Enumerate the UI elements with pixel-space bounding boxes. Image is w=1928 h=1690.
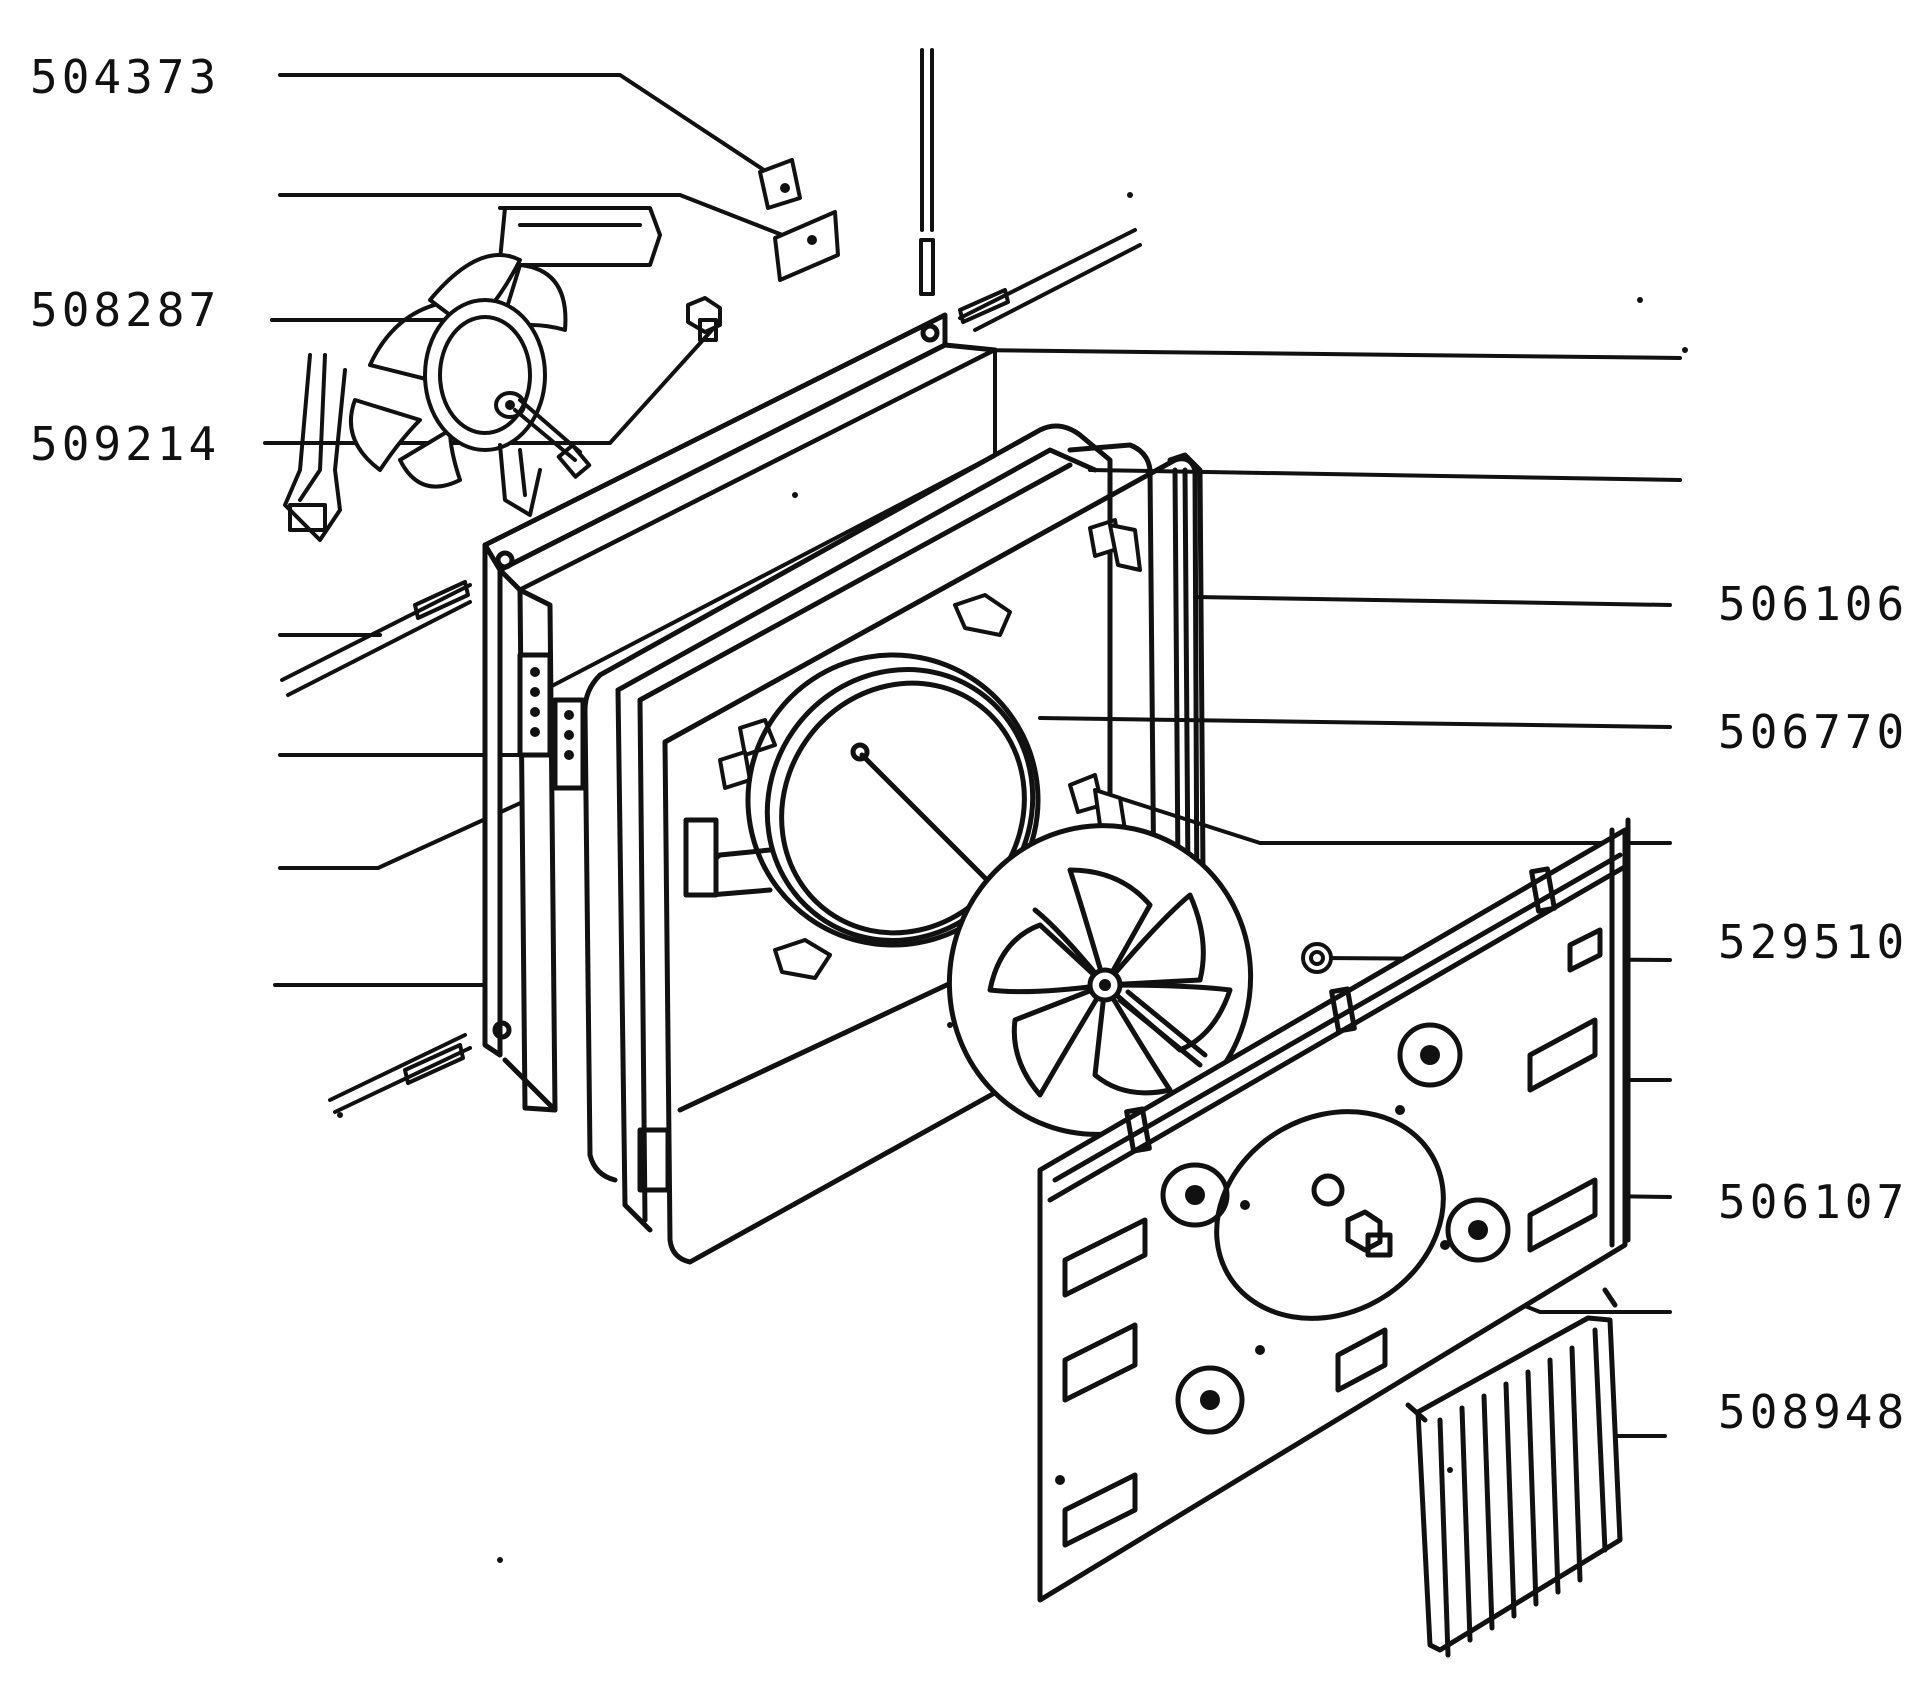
stray-dots [337,192,1688,1563]
part-label-508948: 508948 [1718,1385,1908,1439]
part-label-509214: 509214 [30,417,220,471]
part-label-529510: 529510 [1718,915,1908,969]
part-label-504373: 504373 [30,50,220,104]
leader-left-terminal-2 [278,783,562,870]
nut-509214 [686,296,722,342]
clip-504373 [758,158,840,282]
part-label-506770: 506770 [1718,705,1908,759]
leader-unlabeled-bracket [278,193,792,240]
mounting-rails [280,48,1142,1114]
outer-insulation-frame [482,312,998,1113]
fan-motor-assembly [283,206,662,542]
leader-506770 [1038,716,1672,729]
nut-529510 [1301,942,1333,974]
leader-504373 [278,73,784,184]
leader-right-clip [1108,793,1672,845]
part-label-506106: 506106 [1718,577,1908,631]
part-label-506107: 506107 [1718,1175,1908,1229]
part-label-508287: 508287 [30,283,220,337]
leader-right-liner [1088,468,1682,482]
fan-cover-plate [1037,817,1631,1603]
leader-506106 [1193,595,1672,607]
gasket-frame [582,423,1158,1233]
vent-grille-508948 [1405,1287,1623,1658]
convection-fan-529510 [946,823,1254,1137]
liner-clips [718,518,1142,980]
leader-right-gasket [966,348,1682,360]
